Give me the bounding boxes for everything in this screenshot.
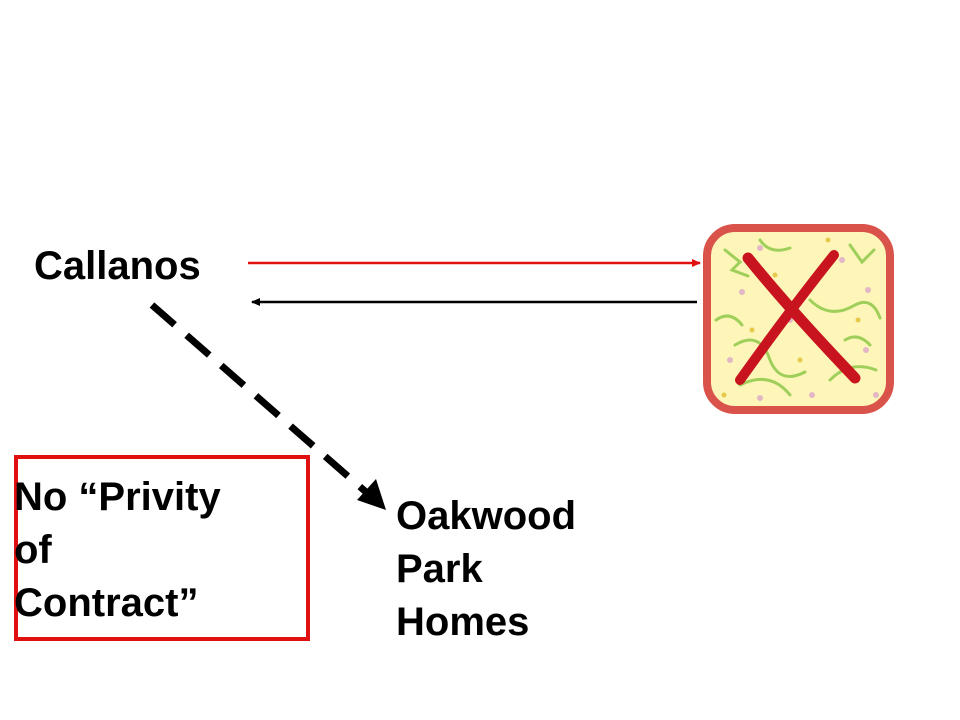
note-line-3: Contract” xyxy=(14,581,199,625)
no-privity-note-text: No “Privity of Contract” xyxy=(14,471,294,630)
note-line-1: No “Privity xyxy=(14,475,221,519)
oakwood-line-2: Park xyxy=(396,547,483,591)
party-oakwood-park-homes-label: Oakwood Park Homes xyxy=(396,490,636,649)
note-line-2: of xyxy=(14,528,52,572)
no-privity-note-box xyxy=(14,455,310,641)
dashed-arrow-callanos-to-oakwood xyxy=(149,302,386,510)
crossed-out-decorative-tile-icon xyxy=(703,224,894,414)
party-callanos-label: Callanos xyxy=(34,244,201,288)
oakwood-line-3: Homes xyxy=(396,600,530,644)
oakwood-line-1: Oakwood xyxy=(396,494,577,538)
